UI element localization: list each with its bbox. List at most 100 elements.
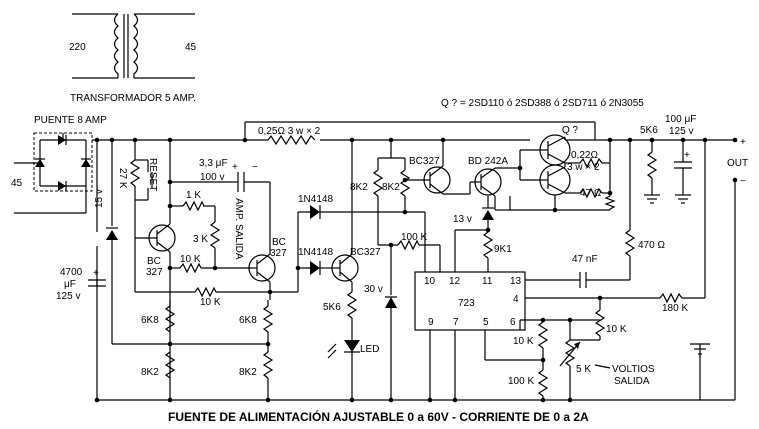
d-1n4148-b-label: 1N4148 xyxy=(298,247,333,258)
r-8k2-a: 8K2 xyxy=(350,158,384,245)
r-6k8-a-label: 6K8 xyxy=(141,315,159,326)
r-27k-label: 27 K xyxy=(117,168,128,189)
bc327-q4-label: BC327 xyxy=(409,156,440,167)
out-plus: + xyxy=(740,137,746,148)
r-10k-a-label: 10 K xyxy=(180,254,201,265)
bc327-q3: BC327 xyxy=(331,140,381,292)
c-33-minus: − xyxy=(252,162,258,173)
r-180k-label: 180 K xyxy=(662,303,688,314)
bridge-rectifier: PUENTE 8 AMP 45 xyxy=(11,115,107,214)
pin6: 6 xyxy=(510,317,516,328)
r-8k2-c-label: 8K2 xyxy=(141,367,159,378)
r-10k-d: 10 K xyxy=(594,298,627,340)
r-1k-3k: 1 K 3 K xyxy=(170,190,221,268)
z-15v: 15 v xyxy=(94,140,118,344)
r-180k: 180 K xyxy=(659,292,705,314)
reset-label: RESET xyxy=(147,158,158,191)
q-pass-1: Q ? xyxy=(539,125,580,166)
r-100k-a-label: 100 K xyxy=(401,232,427,243)
c-4700: 4700 μF 125 v + xyxy=(56,267,106,302)
transformer-label: TRANSFORMADOR 5 AMP. xyxy=(70,93,196,104)
out-minus: − xyxy=(740,176,746,187)
c-33-plus: + xyxy=(232,162,238,173)
pin11: 11 xyxy=(482,276,493,287)
r-10k-d-label: 10 K xyxy=(606,324,627,335)
pin4: 4 xyxy=(513,294,519,305)
pot-5k: 5 K VOLTIOS SALIDA xyxy=(559,320,655,400)
bridge-label: PUENTE 8 AMP xyxy=(34,115,107,126)
c-33-label: 3,3 μF xyxy=(199,158,228,169)
junction-dots xyxy=(94,137,738,403)
c-4700-voltage: 125 v xyxy=(56,291,80,302)
c-out: 100 μF 125 v + xyxy=(665,114,696,204)
r-10k-e: 10 K xyxy=(513,320,549,370)
diagram-title: FUENTE DE ALIMENTACIÓN AJUSTABLE 0 a 60V… xyxy=(168,409,589,424)
bc327-q3-label: BC327 xyxy=(350,247,381,258)
r-10k-b: 10 K xyxy=(135,286,270,308)
r-1k-label: 1 K xyxy=(186,190,201,201)
c-out-plus: + xyxy=(684,150,690,161)
r-470-label: 470 Ω xyxy=(638,240,665,251)
pin5: 5 xyxy=(483,317,489,328)
c-4700-plus: + xyxy=(93,268,99,279)
voltios-label: VOLTIOS xyxy=(612,364,655,375)
r-100k-b: 100 K xyxy=(508,369,549,400)
transformer: 220 45 TRANSFORMADOR 5 AMP. xyxy=(69,13,197,104)
r-022: 0,22Ω 3 w × 2 xyxy=(567,150,610,199)
r-100k-b-label: 100 K xyxy=(508,376,534,387)
r-5k6: 5K6 xyxy=(640,125,660,204)
bridge-input-label: 45 xyxy=(11,178,23,189)
bd242-label: BD 242A xyxy=(468,156,508,167)
r-9k1-label: 9K1 xyxy=(494,244,512,255)
r-5k6b-label: 5K6 xyxy=(323,302,341,313)
z-13v: 13 v xyxy=(453,196,494,232)
pin12: 12 xyxy=(449,276,461,287)
bc327-q4: BC327 xyxy=(409,140,470,195)
q-note: Q ? = 2SD110 ó 2SD388 ó 2SD711 ó 2N3055 xyxy=(441,98,644,109)
bc327-q2-l2: 327 xyxy=(270,248,287,259)
ic-723: 723 10 12 11 13 4 9 7 5 6 xyxy=(414,271,526,331)
ground-right xyxy=(690,343,710,355)
pin10: 10 xyxy=(424,276,436,287)
r-shunt: 0,25Ω 3 w × 2 xyxy=(258,126,321,146)
c-47nf-label: 47 nF xyxy=(572,254,598,265)
r-8k2-b: 8K2 xyxy=(382,158,411,212)
d-1n4148-a: 1N4148 xyxy=(298,194,405,219)
led-label: LED xyxy=(360,344,379,355)
r-8k2-d: 8K2 xyxy=(239,351,274,400)
r-8k2-c: 8K2 xyxy=(141,351,176,379)
r-022-label: 0,22Ω xyxy=(571,150,598,161)
r-022-power: 3 w × 2 xyxy=(567,162,600,173)
transformer-secondary: 45 xyxy=(185,42,197,53)
r-shunt-label: 0,25Ω 3 w × 2 xyxy=(258,126,321,137)
bc327-q2: BC 327 xyxy=(248,182,287,300)
r-3k-label: 3 K xyxy=(193,234,208,245)
led: LED xyxy=(327,340,379,400)
r-100k-a: 100 K xyxy=(378,232,441,272)
amp-salida-label: AMP. SALIDA xyxy=(233,198,244,260)
r-47-label: 47 Ω xyxy=(580,188,602,199)
c-3-3uf: 3,3 μF 100 v + − xyxy=(170,158,270,192)
r-8k2-b-label: 8K2 xyxy=(382,182,400,193)
out-label: OUT xyxy=(727,158,748,169)
c-33-voltage: 100 v xyxy=(200,172,224,183)
pin13: 13 xyxy=(510,276,522,287)
q-pass-label: Q ? xyxy=(562,125,579,136)
r-9k1: 9K1 xyxy=(482,231,512,272)
r-8k2-a-label: 8K2 xyxy=(350,182,368,193)
r-5k6-label: 5K6 xyxy=(640,125,658,136)
ic-label: 723 xyxy=(458,298,475,309)
r-10k-e-label: 10 K xyxy=(513,336,534,347)
z-30v: 30 v xyxy=(364,245,397,400)
bc327-q1-l1: BC xyxy=(147,256,161,267)
reset-circuit: 27 K RESET xyxy=(117,140,158,212)
r-6k8-a: 6K8 xyxy=(141,300,176,333)
bc327-q1-l2: 327 xyxy=(146,267,163,278)
z-15v-label: 15 v xyxy=(94,189,105,208)
bc327-q2-l1: BC xyxy=(272,237,286,248)
z-13v-label: 13 v xyxy=(453,214,472,225)
c-out-label: 100 μF xyxy=(665,114,696,125)
c-4700-unit: μF xyxy=(64,279,76,290)
c-out-voltage: 125 v xyxy=(669,126,693,137)
